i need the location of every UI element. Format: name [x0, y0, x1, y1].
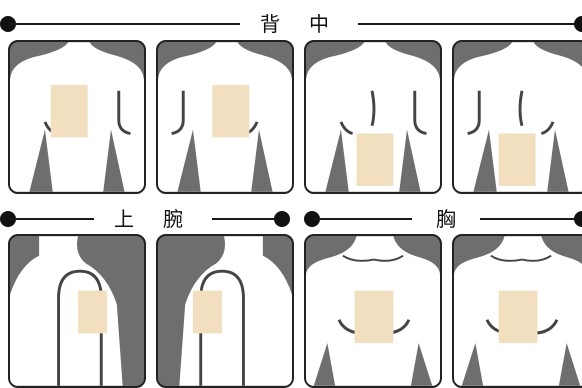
back-left-patch-icon	[10, 42, 144, 192]
lower-back-right-panel	[452, 40, 582, 194]
right-upper-arm-panel	[8, 234, 146, 388]
upper-arm-label-2: 腕	[163, 207, 183, 231]
back-section-header: 背 中	[0, 12, 582, 36]
header-dot-left	[0, 211, 16, 227]
upper-arm-section-header: 上 腕	[0, 207, 300, 231]
back-label-2: 中	[309, 12, 329, 36]
chest-right-patch-icon	[306, 236, 440, 386]
header-line-right	[358, 23, 582, 25]
header-dot-right	[574, 16, 582, 32]
header-dot-right	[574, 211, 582, 227]
chest-left-panel	[452, 234, 582, 388]
lower-back-right-patch-icon	[454, 42, 582, 192]
lower-back-left-panel	[304, 40, 442, 194]
back-right-patch-icon	[158, 42, 292, 192]
lower-back-left-patch-icon	[306, 42, 440, 192]
header-line-left	[10, 23, 240, 25]
upper-arm-label-1: 上	[114, 207, 134, 231]
chest-left-patch-icon	[454, 236, 582, 386]
chest-label: 胸	[436, 207, 456, 231]
left-upper-arm-panel	[156, 234, 294, 388]
back-label-1: 背	[260, 12, 280, 36]
header-line-left	[314, 218, 412, 220]
back-right-panel	[156, 40, 294, 194]
header-dot-left	[0, 16, 16, 32]
right-upper-arm-patch-icon	[10, 236, 123, 386]
header-line-left	[10, 218, 94, 220]
back-left-panel	[8, 40, 146, 194]
chest-section-header: 胸	[304, 207, 582, 231]
header-dot-right	[274, 211, 290, 227]
chest-right-panel	[304, 234, 442, 388]
header-line-right	[480, 218, 582, 220]
header-dot-left	[304, 211, 320, 227]
left-upper-arm-patch-icon	[179, 236, 292, 386]
header-line-right	[212, 218, 286, 220]
